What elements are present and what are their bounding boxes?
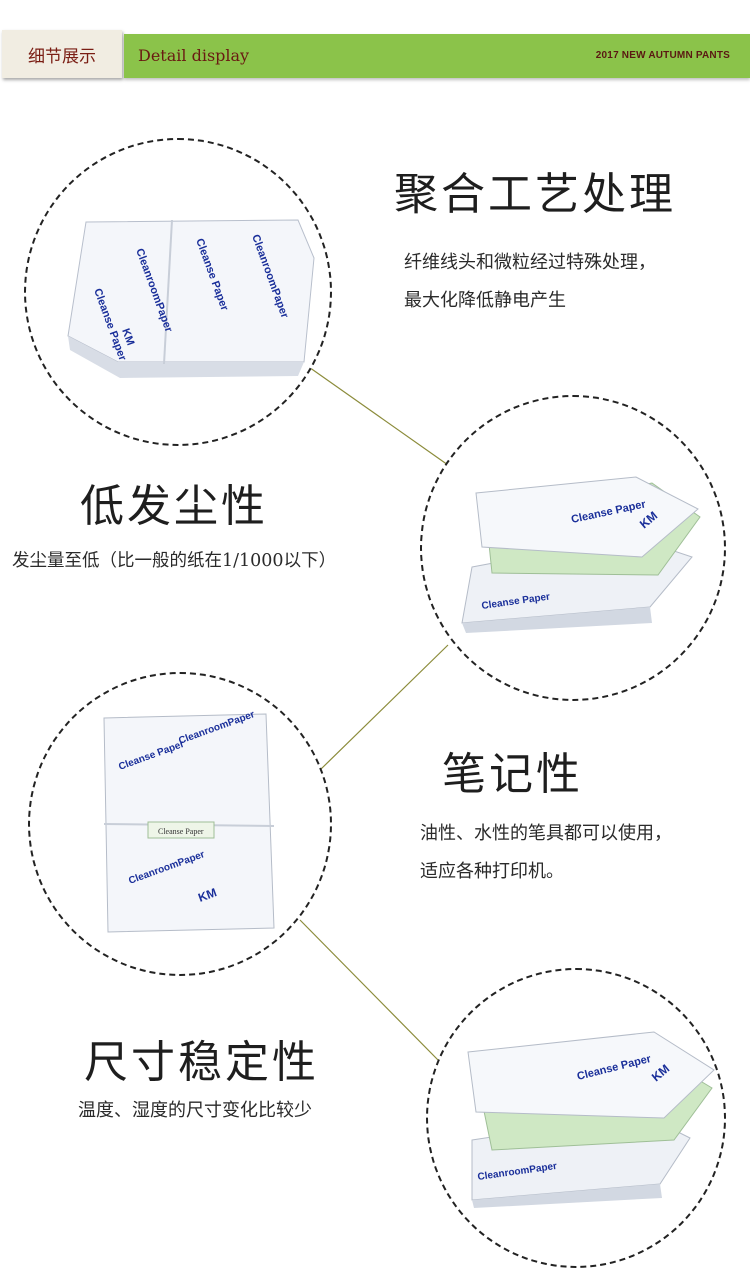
product-image-3: Cleanse Paper Cleanse Paper CleanroomPap… — [103, 709, 275, 933]
banner-right-text: 2017 NEW AUTUMN PANTS — [595, 50, 730, 61]
product-image-circle-4: Cleanse Paper KM CleanroomPaper — [426, 968, 726, 1268]
feature-title-3: 笔记性 — [442, 749, 583, 800]
feature-desc-2-line-1: 发尘量至低（比一般的纸在1/1000以下） — [12, 551, 337, 571]
brand-print-5: KM — [119, 327, 136, 347]
feature-title-4: 尺寸稳定性 — [84, 1037, 319, 1088]
feature-desc-2: 发尘量至低（比一般的纸在1/1000以下） — [12, 542, 336, 580]
banner-bar: Detail display 2017 NEW AUTUMN PANTS — [124, 34, 750, 78]
product-image-4: Cleanse Paper KM CleanroomPaper — [467, 1031, 715, 1208]
feature-desc-1-line-1: 纤维线头和微粒经过特殊处理， — [404, 252, 656, 273]
feature-desc-4-line-1: 温度、湿度的尺寸变化比较少 — [78, 1100, 312, 1121]
feature-desc-1-line-2: 最大化降低静电产生 — [404, 290, 566, 311]
header-banner: 细节展示 Detail display 2017 NEW AUTUMN PANT… — [0, 30, 750, 80]
brand-print-12: KM — [196, 885, 218, 905]
label-print: Cleanse Paper — [158, 827, 204, 836]
feature-desc-1: 纤维线头和微粒经过特殊处理， 最大化降低静电产生 — [404, 244, 656, 320]
feature-desc-3: 油性、水性的笔具都可以使用， 适应各种打印机。 — [420, 815, 672, 891]
banner-tab-label: 细节展示 — [28, 46, 96, 67]
product-image-circle-1: Cleanse Paper CleanroomPaper Cleanse Pap… — [24, 138, 332, 446]
feature-desc-3-line-1: 油性、水性的笔具都可以使用， — [420, 823, 672, 844]
product-image-circle-2: Cleanse Paper KM Cleanse Paper — [420, 395, 726, 701]
product-image-2: Cleanse Paper KM Cleanse Paper — [461, 476, 701, 633]
feature-desc-3-line-2: 适应各种打印机。 — [420, 861, 564, 882]
feature-title-1: 聚合工艺处理 — [394, 169, 676, 220]
banner-title: Detail display — [138, 46, 250, 65]
product-image-circle-3: Cleanse Paper Cleanse Paper CleanroomPap… — [28, 672, 332, 976]
banner-tab: 细节展示 — [2, 30, 122, 78]
product-image-1: Cleanse Paper CleanroomPaper Cleanse Pap… — [67, 219, 315, 378]
feature-desc-4: 温度、湿度的尺寸变化比较少 — [78, 1092, 312, 1130]
feature-title-2: 低发尘性 — [80, 481, 268, 532]
